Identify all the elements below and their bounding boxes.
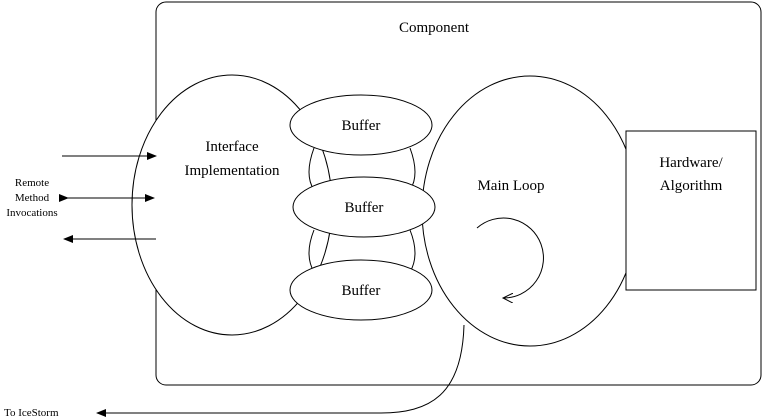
remote-label-line2: Method	[15, 192, 50, 204]
main-loop-label: Main Loop	[477, 178, 544, 194]
icestorm-arrow	[96, 324, 465, 417]
buffer-ellipse-3	[289, 259, 433, 321]
hardware-label-line1: Hardware/	[659, 155, 723, 171]
loop-arrow	[476, 217, 544, 298]
remote-label-line1: Remote	[15, 177, 49, 189]
interface-label-line2: Implementation	[185, 163, 280, 179]
interface-label-line1: Interface	[205, 139, 259, 155]
buffer-label-1: Buffer	[342, 118, 381, 134]
hardware-label-line2: Algorithm	[660, 178, 723, 194]
main-loop-ellipse	[421, 75, 639, 347]
component-title: Component	[399, 20, 470, 36]
hardware-box	[625, 130, 757, 291]
buffer-label-2: Buffer	[345, 200, 384, 216]
buffer-label-3: Buffer	[342, 283, 381, 299]
remote-label-line3: Invocations	[6, 207, 57, 219]
buffer-ellipse-1	[289, 94, 433, 156]
buffer-ellipse-2	[292, 176, 436, 238]
icestorm-label: To IceStorm	[4, 407, 59, 419]
